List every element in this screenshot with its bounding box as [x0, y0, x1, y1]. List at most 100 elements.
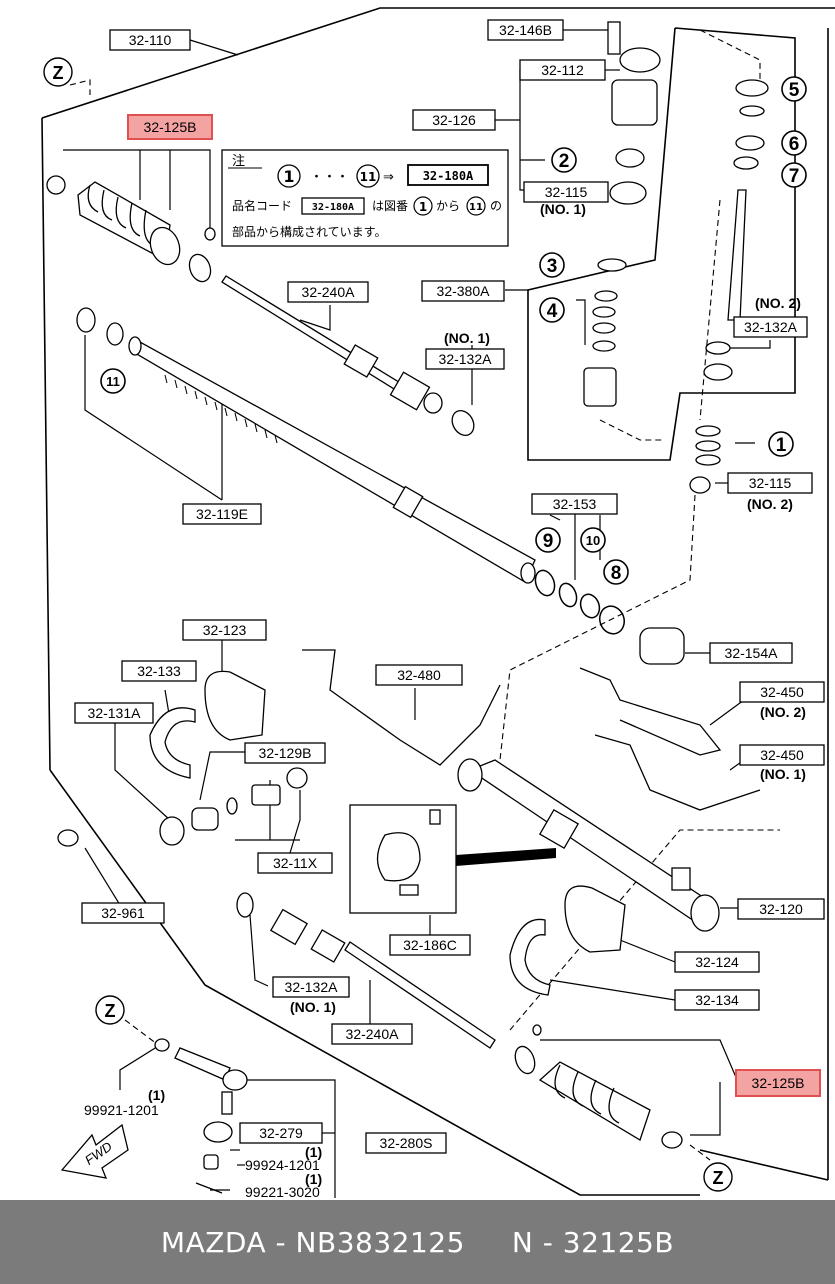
- note-line2-n1: 1: [419, 200, 427, 214]
- z-marker-left: [95, 995, 125, 1025]
- rack-seals: [534, 569, 626, 635]
- valve-parts: [583, 21, 769, 494]
- callout-number-2: 2: [559, 151, 570, 172]
- leader-lines: [63, 29, 771, 1198]
- l-32-450-a: 32-450: [760, 684, 804, 700]
- l-32-146b: 32-146B: [499, 22, 552, 38]
- callout-circle-9: [535, 527, 561, 553]
- l-32-153-box: [531, 493, 618, 515]
- l-32-120-box: [737, 898, 825, 920]
- l-32-110: 32-110: [129, 32, 172, 48]
- l-32-280s-box: [365, 1132, 447, 1154]
- l-32-124-box: [674, 951, 760, 973]
- gear-housing: [457, 758, 720, 932]
- callout-number-6: 6: [789, 134, 800, 155]
- footer-brand-part: MAZDA - NB3832125: [160, 1225, 465, 1259]
- l-32-450-b: 32-450: [760, 747, 804, 763]
- l-32-186c-box: [389, 934, 471, 956]
- rack-boot-top: [46, 175, 216, 283]
- l-32-240a-top: 32-240A: [302, 284, 356, 300]
- l-no1-b: (NO. 1): [444, 330, 490, 346]
- l-32-112: 32-112: [541, 62, 584, 78]
- l-32-124: 32-124: [695, 954, 739, 970]
- l-99921: 99921-1201: [84, 1102, 159, 1118]
- l-32-380a-box: [421, 280, 505, 302]
- note-line2-n2: 11: [469, 202, 483, 213]
- fwd-arrow: FWD: [60, 1123, 129, 1179]
- callout-circle-4: [539, 297, 565, 323]
- note-line2-a: 品名コード: [232, 198, 292, 213]
- l-32-279-box: [239, 1122, 323, 1144]
- l-no2-a: (NO. 2): [755, 295, 801, 311]
- l-32-961-box: [81, 902, 165, 924]
- pipes: [302, 649, 761, 811]
- l-32-133: 32-133: [137, 663, 181, 679]
- l-32-119e: 32-119E: [196, 506, 248, 522]
- l-32-134-box: [674, 989, 760, 1011]
- callout-circle-7: [781, 162, 807, 188]
- l-32-240a-bot-box: [331, 1023, 413, 1045]
- footer-spacer: [465, 1226, 512, 1259]
- l-32-146b-box: [487, 19, 564, 41]
- l-32-115-right-box: [727, 472, 813, 494]
- detail-pointer: [456, 848, 556, 866]
- note-title: 注: [232, 154, 245, 169]
- callout-circle-6: [781, 130, 807, 156]
- callout-number-7: 7: [789, 166, 800, 187]
- l-32-119e-box: [182, 503, 262, 525]
- bracket-left: [149, 670, 266, 779]
- note-content: 注 1 ・・・ 11 ⇒ 32-180A 品名コード 32-180A は図番 1…: [228, 154, 502, 239]
- note-line2-c: から: [436, 199, 460, 213]
- l-32-279: 32-279: [259, 1125, 303, 1141]
- l-32-123-box: [182, 619, 267, 641]
- l-32-132a-right-box: [733, 316, 808, 338]
- note-arrow: ⇒: [383, 170, 394, 185]
- l-32-115-top-box: [523, 181, 609, 203]
- note-code: 32-180A: [423, 169, 474, 183]
- l-no1-d: (NO. 1): [290, 999, 336, 1015]
- note-range-end: 11: [360, 170, 377, 184]
- z-marker-left-text: Z: [105, 1001, 116, 1021]
- l-32-380a: 32-380A: [437, 283, 491, 299]
- l-no1-c: (NO. 1): [760, 766, 806, 782]
- callout-number-9: 9: [543, 531, 554, 552]
- z-marker-bottom-text: Z: [713, 1168, 724, 1188]
- l-32-480-box: [375, 664, 463, 686]
- l-32-11x: 32-11X: [273, 855, 318, 871]
- l-32-125b-bot-box: [735, 1069, 821, 1097]
- l-32-280s: 32-280S: [380, 1135, 433, 1151]
- callout-circle-10: [580, 527, 606, 553]
- l-32-450-a-box: [739, 681, 825, 703]
- callout-number-3: 3: [547, 256, 558, 277]
- l-32-129b-box: [244, 742, 326, 764]
- note-line3: 部品から構成されています。: [232, 224, 386, 239]
- l-32-125b-top-box: [127, 114, 213, 140]
- l-32-961: 32-961: [101, 905, 145, 921]
- callout-number-10: 10: [586, 533, 600, 548]
- l-no2-b: (NO. 2): [747, 496, 793, 512]
- l-32-153: 32-153: [553, 496, 597, 512]
- footer-part-code: N - 32125B: [511, 1225, 675, 1259]
- l-32-131a: 32-131A: [88, 705, 142, 721]
- tie-rod-end: [154, 1038, 248, 1194]
- l-32-132a-top: 32-132A: [439, 351, 493, 367]
- l-32-132a-right: 32-132A: [744, 319, 798, 335]
- l-32-120: 32-120: [759, 901, 803, 917]
- l-32-115-top: 32-115: [545, 184, 588, 200]
- tie-rod-top: [221, 275, 475, 436]
- l-one-b: (1): [305, 1144, 322, 1160]
- callout-circle-3: [539, 252, 565, 278]
- note-range-start: 1: [283, 167, 294, 186]
- callout-circle-11: [100, 368, 126, 394]
- rack-boot-bottom: [514, 1024, 683, 1149]
- callout-circle-5: [781, 76, 807, 102]
- steering-rack: [76, 307, 536, 584]
- tie-rod-bottom: [236, 892, 496, 1049]
- callout-number-4: 4: [547, 301, 558, 322]
- l-one-c: (1): [305, 1171, 322, 1187]
- l-32-134: 32-134: [695, 992, 739, 1008]
- footer-bar: MAZDA - NB3832125 N - 32125B: [0, 1200, 835, 1284]
